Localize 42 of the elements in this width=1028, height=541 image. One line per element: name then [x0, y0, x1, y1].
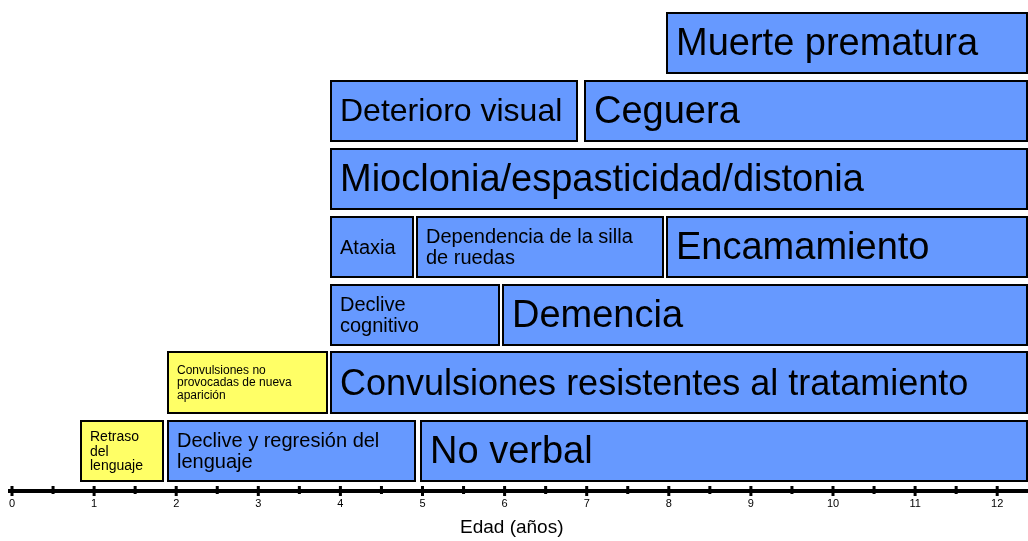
timeline-bar — [416, 216, 664, 278]
bar-label: Encamamiento — [676, 227, 930, 267]
timeline-bar — [666, 216, 1028, 278]
timeline-bar — [167, 420, 416, 482]
bar-label: Ceguera — [594, 91, 740, 131]
bar-label: Ataxia — [340, 236, 396, 258]
tick-label: 3 — [255, 497, 262, 509]
bar-label: Deterioro visual — [340, 94, 563, 128]
bar-label: No verbal — [430, 431, 593, 471]
bar-label: Demencia — [512, 295, 684, 335]
tick-label: 7 — [583, 497, 590, 509]
timeline-bar — [584, 80, 1028, 142]
timeline-bar — [330, 284, 500, 346]
tick-label: 10 — [826, 497, 840, 509]
bar-label: Convulsiones no provocadas de nueva aparición — [177, 363, 293, 402]
tick-label: 9 — [747, 497, 754, 509]
bar-label: Retraso del lenguaje — [90, 428, 144, 474]
bar-label: Convulsiones resistentes al tratamiento — [340, 363, 969, 402]
tick-label: 8 — [665, 497, 672, 509]
timeline-bar — [330, 80, 578, 142]
tick-label: 12 — [991, 497, 1004, 509]
timeline-bar — [330, 216, 414, 278]
bar-label: Dependencia de la silla de ruedas — [426, 226, 634, 268]
timeline-bar — [167, 351, 328, 414]
bar-label: Mioclonia/espasticidad/distonia — [340, 159, 864, 199]
tick-label: 11 — [909, 497, 921, 509]
bar-label: Declive cognitivo — [340, 294, 420, 336]
timeline-bar — [420, 420, 1028, 482]
timeline-bar — [502, 284, 1028, 346]
axis-title: Edad (años) — [460, 516, 564, 538]
tick-label: 6 — [501, 497, 508, 509]
timeline-bar — [80, 420, 164, 482]
timeline-bar — [330, 351, 1028, 414]
tick-label: 2 — [173, 497, 180, 509]
bar-label: Muerte prematura — [676, 23, 978, 63]
bar-label: Declive y regresión del lenguaje — [177, 430, 381, 472]
timeline-bar — [666, 12, 1028, 74]
tick-label: 4 — [337, 497, 344, 509]
timeline-bar — [330, 148, 1028, 210]
tick-label: 5 — [419, 497, 426, 509]
tick-label: 1 — [91, 497, 98, 509]
tick-label: 0 — [8, 497, 16, 509]
